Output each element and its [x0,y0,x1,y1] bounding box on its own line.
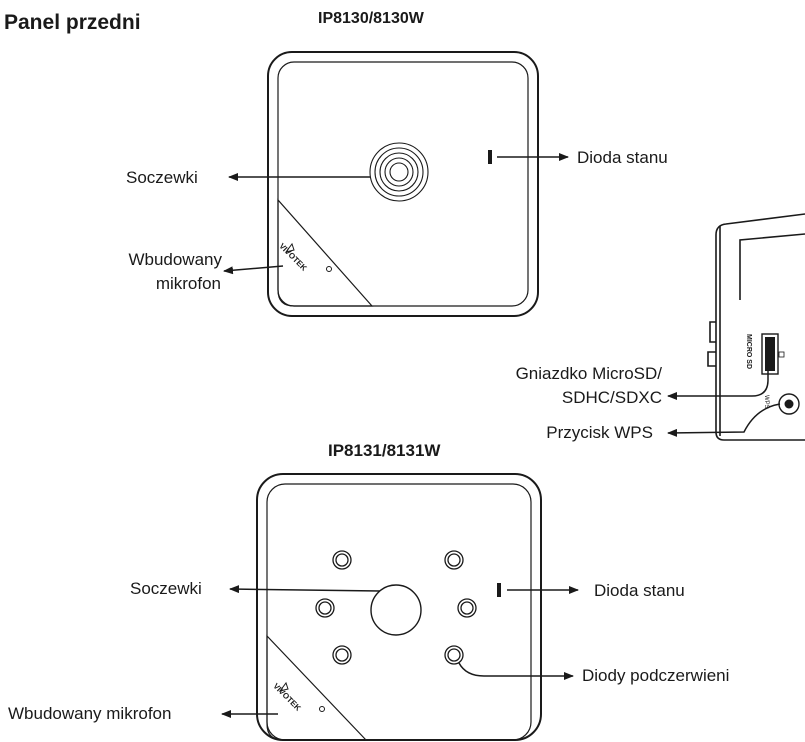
wps-button: WPS [763,393,800,415]
label-mic-top-line2: mikrofon [155,274,221,293]
ir-led-ring [315,550,477,665]
label-status-led-bottom: Dioda stanu [594,581,685,600]
status-led-top [488,150,492,164]
model-label-top: IP8130/8130W [318,10,424,27]
camera-front-bottom [256,473,542,741]
label-mic-top-line1: Wbudowany [128,250,222,269]
microsd-slot: MICRO SD [745,333,785,375]
microphone-hole-top [326,266,332,272]
lens-bottom [370,584,422,636]
label-lens-top: Soczewki [126,168,198,187]
svg-text:MICRO SD: MICRO SD [745,334,752,369]
lens-top [369,142,429,202]
camera-side-view [707,213,805,441]
model-label-bottom: IP8131/8131W [328,441,441,460]
label-status-led-top: Dioda stanu [577,148,668,167]
label-lens-bottom: Soczewki [130,579,202,598]
section-title: Panel przedni [4,11,141,34]
status-led-bottom [497,583,501,597]
microphone-hole-bottom [319,706,325,712]
svg-text:WPS: WPS [763,395,769,409]
label-ir-leds: Diody podczerwieni [582,666,730,685]
label-mic-bottom: Wbudowany mikrofon [8,704,172,723]
label-sd-slot-line2: SDHC/SDXC [561,388,662,407]
label-wps-button: Przycisk WPS [546,423,653,442]
label-sd-slot-line1: Gniazdko MicroSD/ [515,364,662,383]
camera-front-top [267,51,539,317]
